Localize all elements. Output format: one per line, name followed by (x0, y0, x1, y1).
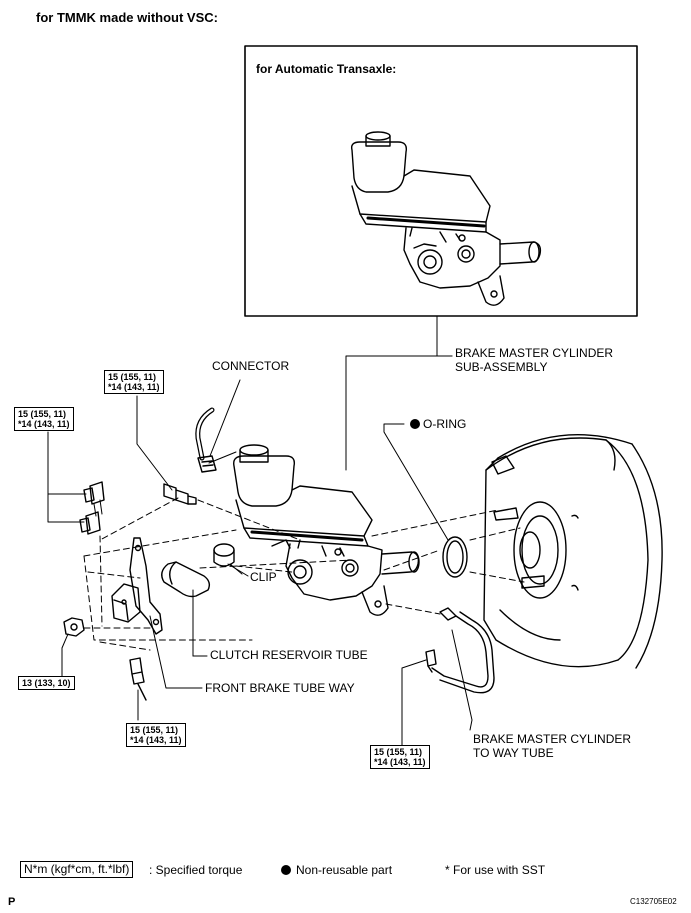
legend-specified-torque: : Specified torque (149, 863, 243, 877)
connector-nut-fitting (163, 483, 197, 505)
label-o-ring: O-RING (423, 417, 467, 431)
mount-nut (63, 617, 85, 637)
torque-box-mount-nut: 13 (133, 10) (18, 676, 75, 690)
inset-master-cylinder (350, 131, 542, 306)
o-ring-non-reusable-dot (410, 419, 420, 429)
legend-sst-note: * For use with SST (445, 863, 546, 877)
torque-box-way-tube: 15 (155, 11) *14 (143, 11) (370, 745, 430, 769)
page-mark: P (8, 896, 16, 908)
legend-unit-box: N*m (kgf*cm, ft.*lbf) (20, 861, 134, 878)
label-brake-master-cylinder-2: SUB-ASSEMBLY (455, 360, 548, 374)
torque-box-left-nuts: 15 (155, 11) *14 (143, 11) (14, 407, 74, 431)
front-brake-tube-way-bracket (111, 537, 163, 635)
o-ring-part (442, 536, 468, 578)
label-brake-master-cylinder-1: BRAKE MASTER CYLINDER (455, 346, 614, 360)
legend-non-reusable-dot (281, 865, 291, 875)
torque-sst-value: *14 (143, 11) (130, 735, 182, 745)
torque-sst-value: *14 (143, 11) (18, 419, 70, 429)
torque-value: 15 (155, 11) (18, 409, 67, 419)
label-clip: CLIP (250, 570, 277, 584)
torque-value: 15 (155, 11) (374, 747, 423, 757)
torque-value: 13 (133, 10) (22, 678, 71, 688)
label-clutch-reservoir-tube: CLUTCH RESERVOIR TUBE (210, 648, 368, 662)
brake-master-cylinder-to-way-tube (425, 607, 495, 694)
torque-box-front-way: 15 (155, 11) *14 (143, 11) (126, 723, 186, 747)
torque-value: 15 (155, 11) (108, 372, 157, 382)
label-connector: CONNECTOR (212, 359, 290, 373)
front-way-fitting (129, 657, 147, 701)
left-fittings (79, 481, 105, 535)
torque-value: 15 (155, 11) (130, 725, 179, 735)
page-title: for TMMK made without VSC: (36, 10, 218, 25)
figure-code: C132705E02 (630, 897, 677, 906)
legend-non-reusable: Non-reusable part (296, 863, 393, 877)
inset-title: for Automatic Transaxle: (256, 62, 397, 76)
label-to-way-tube-2: TO WAY TUBE (473, 746, 554, 760)
torque-sst-value: *14 (143, 11) (374, 757, 426, 767)
main-master-cylinder (233, 444, 420, 616)
connector-part (195, 407, 217, 473)
label-front-brake-tube-way: FRONT BRAKE TUBE WAY (205, 681, 355, 695)
torque-box-connector-nut: 15 (155, 11) *14 (143, 11) (104, 370, 164, 394)
torque-sst-value: *14 (143, 11) (108, 382, 160, 392)
inset-frame (244, 45, 638, 317)
label-to-way-tube-1: BRAKE MASTER CYLINDER (473, 732, 632, 746)
reservoir-hose (161, 561, 211, 598)
brake-booster (483, 434, 663, 669)
